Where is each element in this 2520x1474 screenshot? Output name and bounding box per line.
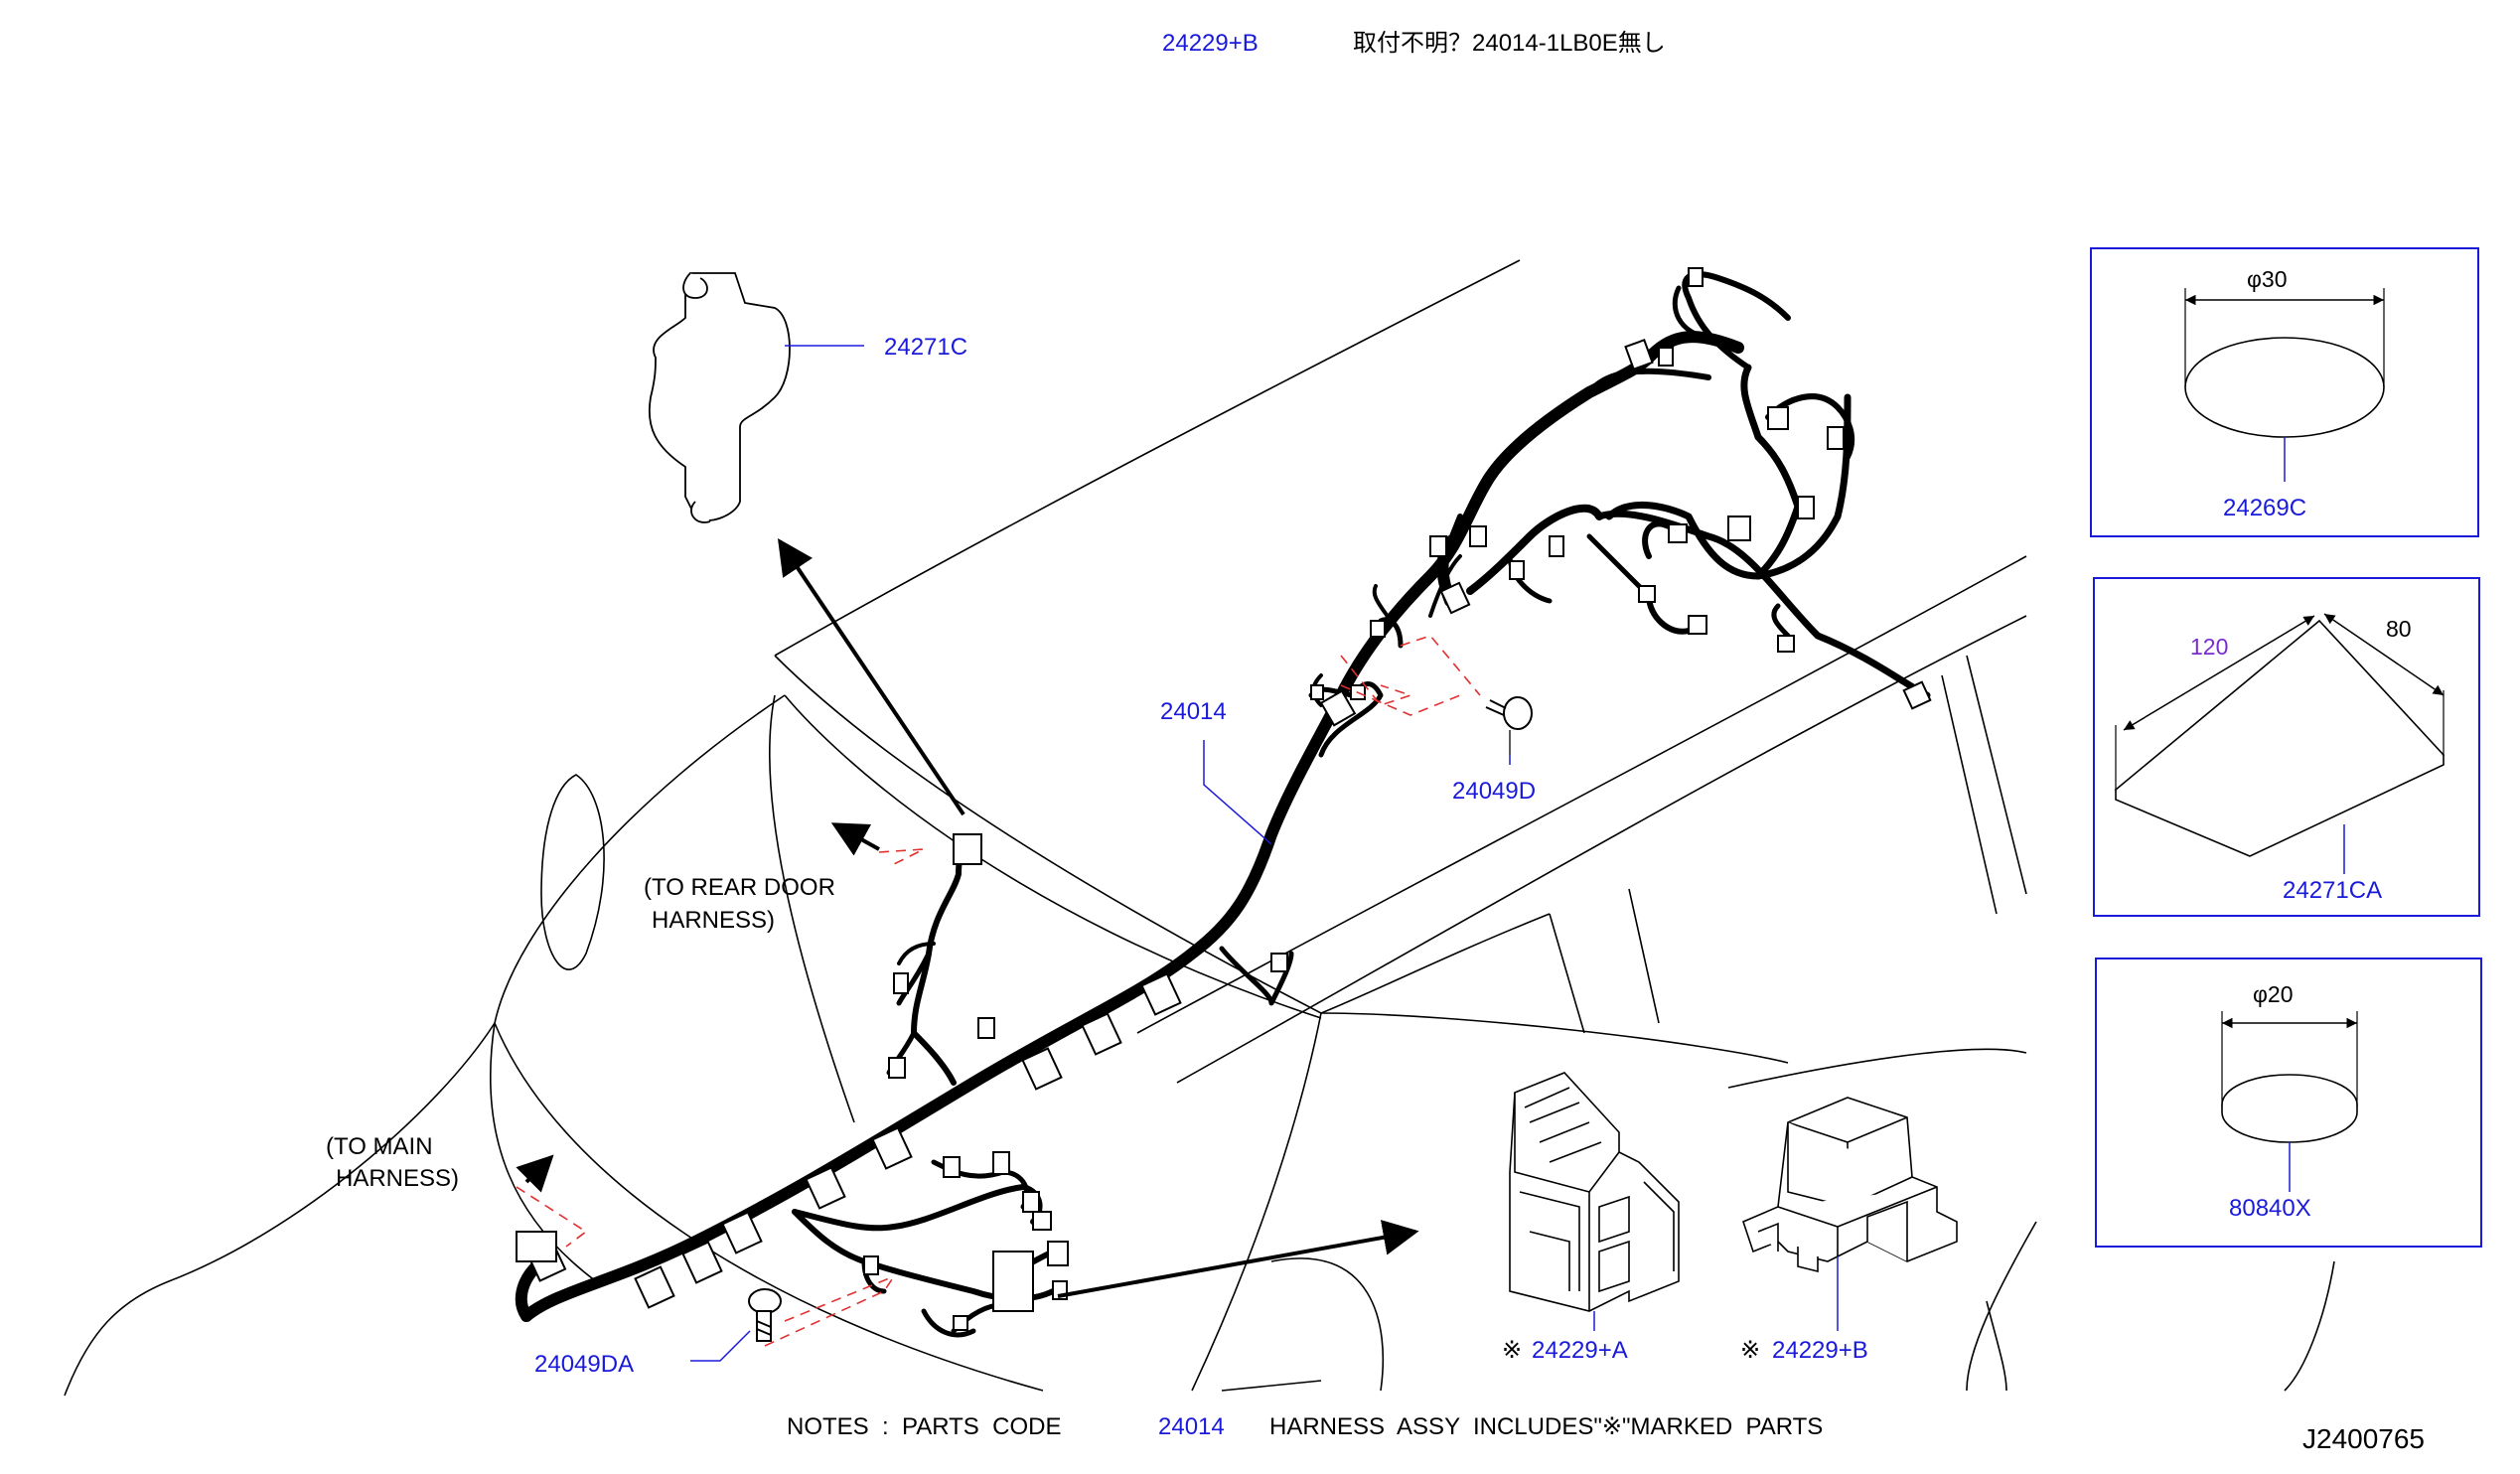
part-label-24271C[interactable]: 24271C [884, 334, 968, 361]
marked-part-symbol-a: ※ [1502, 1337, 1523, 1364]
part-label-24269C[interactable]: 24269C [2223, 495, 2307, 521]
dashed-leaders [516, 635, 1481, 1347]
dimension-depth-80: 80 [2386, 616, 2412, 642]
callout-main-line2: HARNESS) [336, 1165, 460, 1192]
marked-part-symbol-b: ※ [1740, 1337, 1761, 1364]
dimension-phi20: φ20 [2253, 981, 2294, 1007]
vehicle-body-outline [64, 259, 2335, 1397]
bracket-24271C [648, 272, 791, 523]
part-label-24049DA[interactable]: 24049DA [534, 1351, 635, 1378]
notes-code-link[interactable]: 24014 [1158, 1413, 1225, 1440]
side-box-24271CA [2093, 577, 2480, 917]
part-label-80840X[interactable]: 80840X [2229, 1195, 2311, 1222]
connector-24229B-drawing [1742, 1097, 1958, 1273]
part-label-24229B[interactable]: 24229+B [1772, 1337, 1868, 1364]
dimension-width-120: 120 [2190, 634, 2229, 660]
notes-prefix: NOTES : PARTS CODE [787, 1413, 1062, 1440]
part-leaders [690, 345, 1839, 1362]
notes-suffix: HARNESS ASSY INCLUDES"※"MARKED PARTS [1269, 1413, 1824, 1440]
part-label-24229A[interactable]: 24229+A [1532, 1337, 1628, 1364]
callout-arrows [516, 538, 1419, 1298]
callout-main-line1: (TO MAIN [326, 1133, 433, 1160]
connector-24229A-drawing [1509, 1072, 1680, 1312]
callout-rear-door-line2: HARNESS) [652, 907, 776, 934]
callout-rear-door-line1: (TO REAR DOOR [644, 874, 835, 901]
harness-clips [516, 267, 1932, 1331]
part-label-24049D[interactable]: 24049D [1452, 778, 1537, 805]
diagram-id: J2400765 [2302, 1423, 2426, 1454]
bolt-24049DA [748, 1288, 782, 1342]
dimension-phi30: φ30 [2247, 266, 2288, 292]
side-box-80840X [2095, 958, 2482, 1248]
header-note-jp: 取付不明？24014-1LB0E無し [1353, 30, 1666, 57]
side-box-24269C [2090, 247, 2479, 537]
part-label-24271CA[interactable]: 24271CA [2283, 877, 2383, 904]
part-label-24014[interactable]: 24014 [1160, 698, 1227, 725]
bolt-24049D [1485, 696, 1533, 755]
header-ref-code-link[interactable]: 24229+B [1162, 30, 1259, 57]
